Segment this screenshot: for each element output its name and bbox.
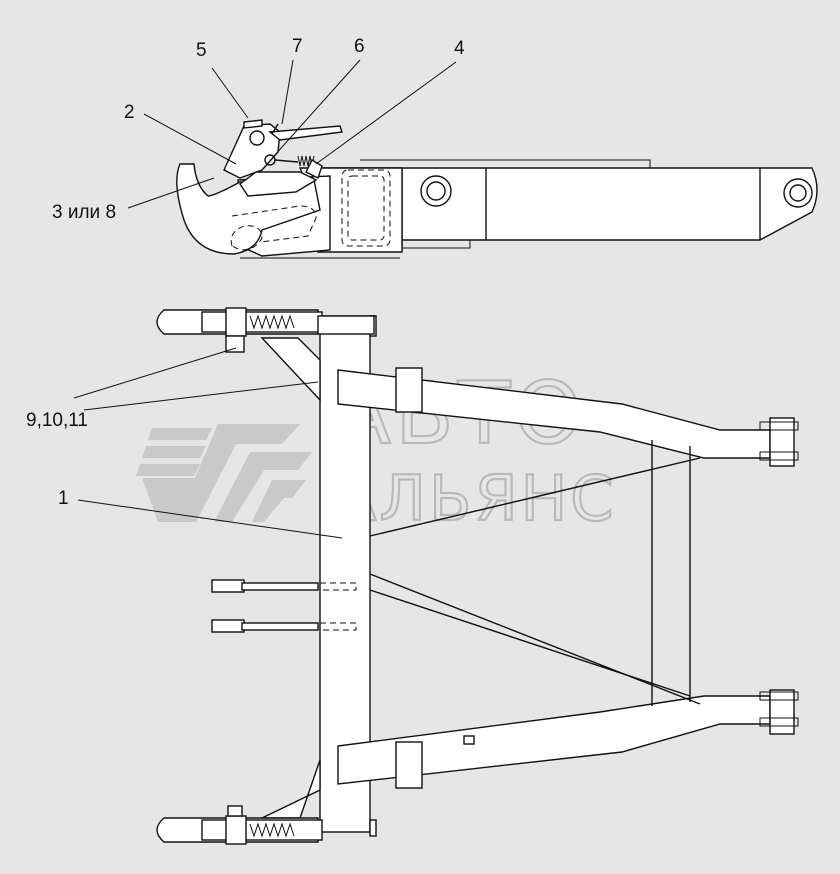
callout-7: 7 xyxy=(292,36,303,57)
callout-5: 5 xyxy=(196,40,207,61)
callout-4: 4 xyxy=(454,38,465,59)
callouts-bottom: 9,10,11 1 xyxy=(26,347,343,539)
hook-side-view xyxy=(176,119,818,259)
callout-9-10-11: 9,10,11 xyxy=(26,410,88,431)
callout-6: 6 xyxy=(354,36,365,57)
callout-1: 1 xyxy=(58,488,69,509)
callouts-top: 5 7 6 4 2 3 или 8 xyxy=(52,36,465,223)
watermark-line2: АЛЬЯНС xyxy=(334,462,617,535)
frame-plan-view xyxy=(156,307,799,845)
callout-3-or-8: 3 или 8 xyxy=(52,202,116,223)
callout-2: 2 xyxy=(124,102,135,123)
watermark-logo-icon xyxy=(136,424,312,522)
